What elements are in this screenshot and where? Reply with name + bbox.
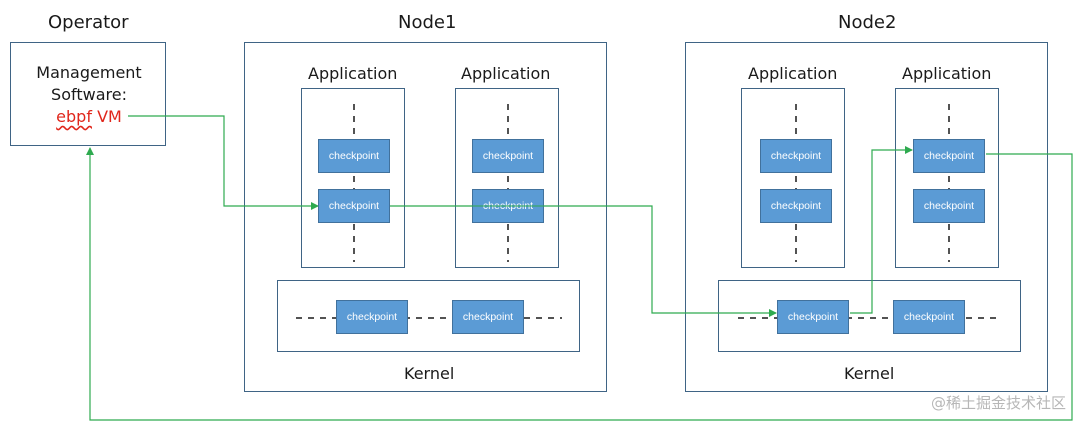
flow-kernel-to-node2-app2 [850, 146, 913, 314]
node1-app1-box [301, 88, 405, 268]
vm-text: VM [97, 107, 122, 126]
flow-node2-app2-back-to-operator [86, 147, 1073, 421]
software-label: Software: [51, 85, 127, 104]
node1-app2-title: Application [461, 64, 551, 83]
node2-kernel-box [718, 280, 1021, 352]
node1-app2-checkpoint-1: checkpoint [472, 139, 544, 173]
node1-app1-title: Application [308, 64, 398, 83]
node1-kernel-title: Kernel [404, 364, 455, 383]
node2-app1-checkpoint-2: checkpoint [760, 189, 832, 223]
node2-kernel-title: Kernel [844, 364, 895, 383]
flow-node1-to-node2-kernel [544, 205, 777, 317]
node1-app1-checkpoint-1: checkpoint [318, 139, 390, 173]
node1-kernel-box [277, 280, 580, 352]
node1-kernel-checkpoint-1: checkpoint [336, 300, 408, 334]
node2-app1-title: Application [748, 64, 838, 83]
node2-kernel-checkpoint-1: checkpoint [777, 300, 849, 334]
management-software-box: Management Software: ebpf VM [10, 42, 166, 146]
node2-box [685, 42, 1048, 392]
node1-app1-checkpoint-2: checkpoint [318, 189, 390, 223]
node2-app1-checkpoint-1: checkpoint [760, 139, 832, 173]
flow-mgmt-to-node1 [128, 115, 319, 210]
ebpf-vm-label: ebpf VM [11, 107, 167, 126]
node2-app2-checkpoint-1: checkpoint [913, 139, 985, 173]
node1-box [244, 42, 607, 392]
management-label: Management [36, 63, 142, 82]
node2-app1-box [741, 88, 845, 268]
node2-title: Node2 [838, 12, 897, 33]
operator-title: Operator [48, 12, 129, 33]
node2-app2-checkpoint-2: checkpoint [913, 189, 985, 223]
node2-app2-title: Application [902, 64, 992, 83]
node2-kernel-checkpoint-2: checkpoint [893, 300, 965, 334]
watermark: @稀土掘金技术社区 [930, 394, 1066, 412]
node1-title: Node1 [398, 12, 457, 33]
node1-app2-checkpoint-2: checkpoint [472, 189, 544, 223]
node1-app2-box [455, 88, 559, 268]
node1-kernel-checkpoint-2: checkpoint [452, 300, 524, 334]
node2-app2-box [895, 88, 999, 268]
ebpf-text: ebpf [56, 107, 92, 126]
